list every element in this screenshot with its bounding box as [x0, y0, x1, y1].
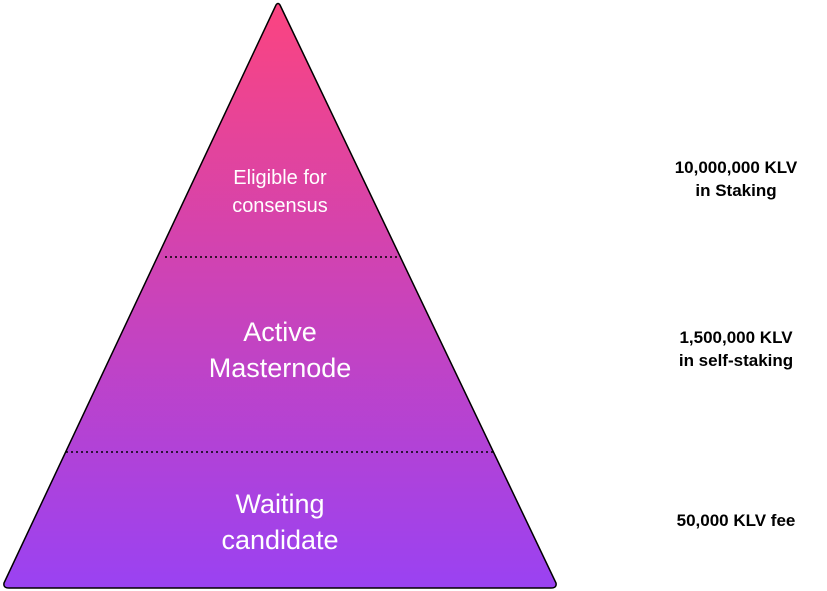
tier-label-waiting-candidate: Waiting candidate	[221, 489, 339, 556]
requirement-eligible-for-consensus: 10,000,000 KLV in Staking	[674, 158, 798, 200]
tier-label-eligible-for-consensus: Eligible for consensus	[232, 167, 328, 217]
tier-label-active-masternode: Active Masternode	[208, 317, 352, 384]
requirement-active-masternode: 1,500,000 KLV in self-staking	[678, 328, 794, 370]
pyramid-triangle	[3, 2, 557, 589]
requirement-waiting-candidate: 50,000 KLV fee	[676, 511, 796, 530]
